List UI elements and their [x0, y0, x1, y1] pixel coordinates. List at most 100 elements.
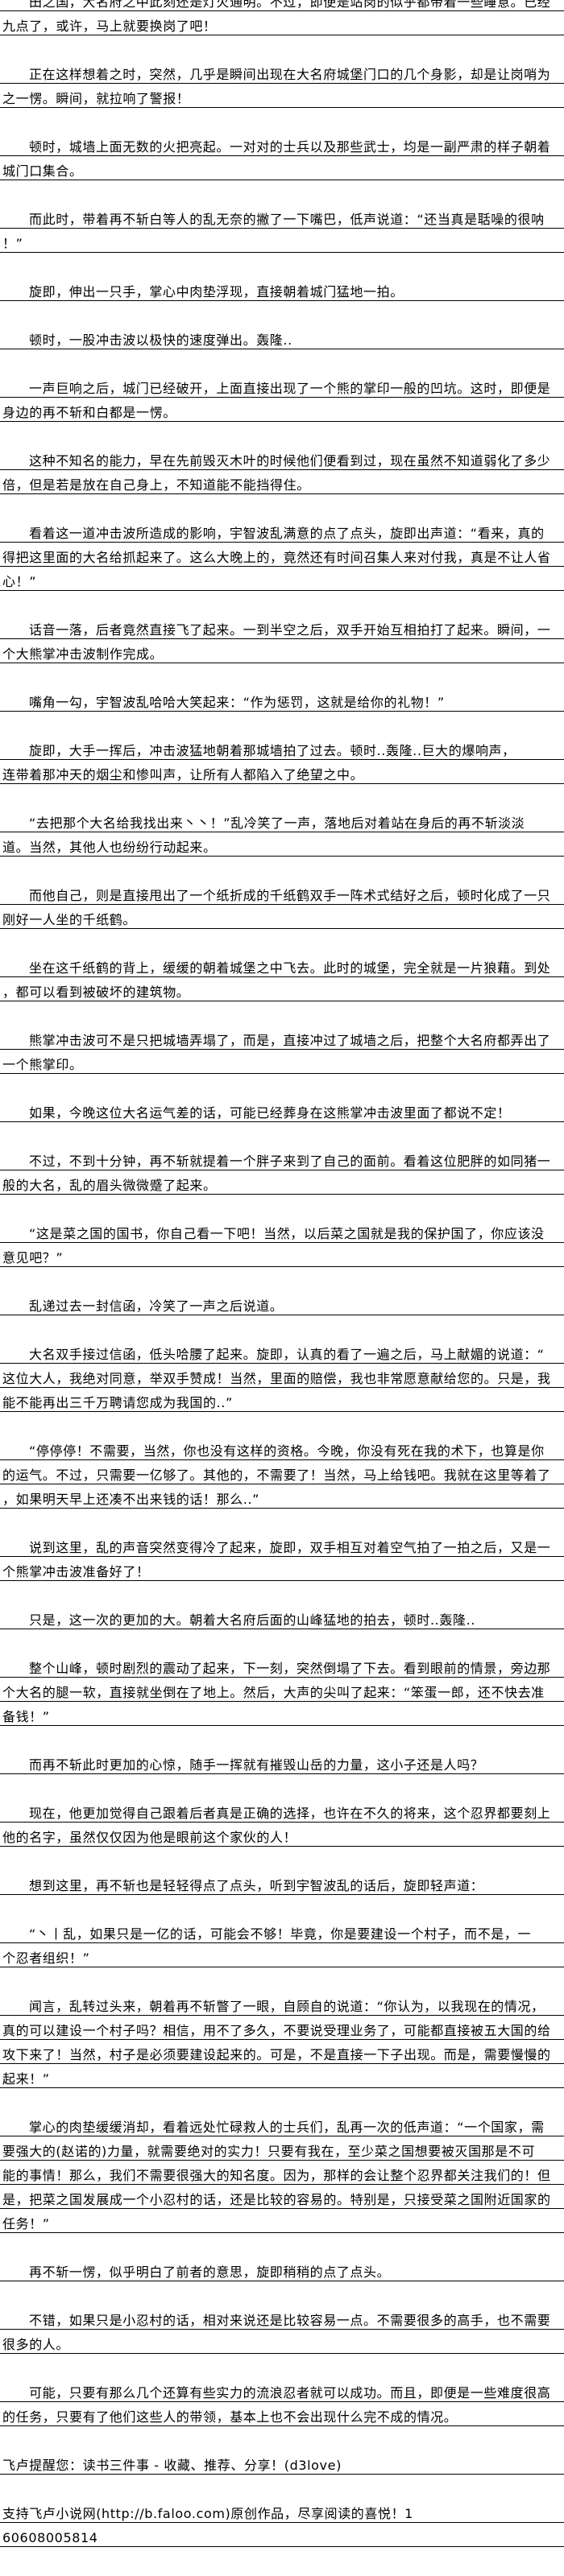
text-line: 得把这里面的大名给抓起来了。这么大晚上的，竟然还有时间召集人来对付我，真是不让人… — [0, 543, 564, 567]
text-line: 不过，不到十分钟，再不斩就提着一个胖子来到了自己的面前。看着这位肥胖的如同猪一 — [0, 1146, 564, 1170]
paragraph-line: 旋即，大手一挥后，冲击波猛地朝着那城墙拍了过去。顿时..轰隆..巨大的爆响声， — [29, 743, 516, 758]
paragraph-line: 看着这一道冲击波所造成的影响，宇智波乱满意的点了点头，旋即出声道：“看来，真的 — [29, 526, 545, 541]
text-line: 道。当然，其他人也纷纷行动起来。 — [0, 832, 564, 857]
blank-line — [0, 2547, 564, 2571]
blank-line — [0, 2354, 564, 2378]
text-line: 60608005814 — [0, 2523, 564, 2547]
blank-line — [0, 1074, 564, 1098]
blank-line — [0, 301, 564, 325]
blank-line — [0, 35, 564, 60]
text-line: ，都可以看到被破坏的建筑物。 — [0, 977, 564, 1001]
blank-line — [0, 857, 564, 881]
blank-line — [0, 1629, 564, 1653]
text-line: 坐在这千纸鹤的背上，缓缓的朝着城堡之中飞去。此时的城堡，完全就是一片狼藉。到处 — [0, 953, 564, 977]
blank-line — [0, 712, 564, 736]
paragraph-line: 个大熊掌冲击波制作完成。 — [2, 646, 164, 662]
paragraph-line: 一声巨响之后，城门已经破开，上面直接出现了一个熊的掌印一般的凹坑。这时，即便是 — [29, 381, 551, 396]
blank-line — [0, 784, 564, 808]
paragraph-line: 坐在这千纸鹤的背上，缓缓的朝着城堡之中飞去。此时的城堡，完全就是一片狼藉。到处 — [29, 960, 551, 976]
text-line: 连带着那冲天的烟尘和惨叫声，让所有人都陷入了绝望之中。 — [0, 760, 564, 784]
paragraph-line: 般的大名，乱的眉头微微蹙了起来。 — [2, 1178, 217, 1193]
text-line: 旋即，伸出一只手，掌心中肉垫浮现，直接朝着城门猛地一拍。 — [0, 277, 564, 301]
paragraph-line: 城门口集合。 — [2, 163, 83, 179]
paragraph-line: 熊掌冲击波可不是只把城墙弄塌了，而是，直接冲过了城墙之后，把整个大名府都弄出了 — [29, 1033, 551, 1048]
paragraph-line: 任务！” — [2, 2216, 50, 2231]
paragraph-line: 攻下来了！当然，村子是必须要建设起来的。可是，不是直接一下子出现。而是，需要慢慢… — [2, 2047, 551, 2062]
paragraph-line: 整个山峰，顿时剧烈的震动了起来，下一刻，突然倒塌了下去。看到眼前的情景，旁边那 — [29, 1661, 551, 1676]
blank-line — [0, 422, 564, 446]
paragraph-line: ，都可以看到被破坏的建筑物。 — [2, 985, 190, 1000]
paragraph-line: 顿时，城墙上面无数的火把亮起。一对对的士兵以及那些武士，均是一副严肃的样子朝着 — [29, 139, 551, 155]
text-line: ！” — [0, 229, 564, 253]
text-line: 支持飞卢小说网(http://b.faloo.com)原创作品，尽享阅读的喜悦！… — [0, 2499, 564, 2523]
text-line: 能不能再出三千万聘请您成为我国的..” — [0, 1388, 564, 1412]
text-line: 而此时，带着再不斩白等人的乱无奈的撇了一下嘴巴，低声说道：“还当真是聒噪的很呐 — [0, 204, 564, 229]
footer-line: 60608005814 — [2, 2530, 98, 2545]
text-line: “这是菜之国的国书，你自己看一下吧！当然，以后菜之国就是我的保护国了，你应该没 — [0, 1219, 564, 1243]
paragraph-line: 说到这里，乱的声音突然变得冷了起来，旋即，双手相互对着空气拍了一拍之后，又是一 — [29, 1540, 551, 1555]
text-line: 旋即，大手一挥后，冲击波猛地朝着那城墙拍了过去。顿时..轰隆..巨大的爆响声， — [0, 736, 564, 760]
text-line: 乱递过去一封信函，冷笑了一声之后说道。 — [0, 1291, 564, 1315]
paragraph-line: 九点了，或许，马上就要换岗了吧！ — [2, 19, 217, 34]
blank-line — [0, 1581, 564, 1605]
text-line: 意见吧？” — [0, 1243, 564, 1267]
text-line: ，如果明天早上还凑不出来钱的话！那么..” — [0, 1484, 564, 1509]
blank-line — [0, 1122, 564, 1146]
paragraph-line: 是，把菜之国发展成一个小忍村的话，还是比较的容易的。特别是，只接受菜之国附近国家… — [2, 2192, 551, 2207]
blank-line — [0, 1847, 564, 1871]
text-line: 真的可以建设一个村子吗？相信，用不了多久，不要说受理业务了，可能都直接被五大国的… — [0, 2016, 564, 2040]
text-line: 很多的人。 — [0, 2330, 564, 2354]
paragraph-line: 要强大的(赵诺的)力量，就需要绝对的实力！只要有我在，至少菜之国想要被灭国那是不… — [2, 2144, 536, 2159]
text-line: 而他自己，则是直接甩出了一个纸折成的千纸鹤双手一阵术式结好之后，顿时化成了一只 — [0, 881, 564, 905]
text-line: 心！” — [0, 567, 564, 591]
paragraph-line: 而此时，带着再不斩白等人的乱无奈的撇了一下嘴巴，低声说道：“还当真是聒噪的很呐 — [29, 212, 545, 227]
paragraph-line: 能的事情！那么，我们不需要很强大的知名度。因为，那样的会让整个忍界都关注我们的！… — [2, 2168, 551, 2183]
paragraph-line: 再不斩一愣，似乎明白了前者的意思，旋即稍稍的点了点头。 — [29, 2264, 391, 2280]
text-line: 熊掌冲击波可不是只把城墙弄塌了，而是，直接冲过了城墙之后，把整个大名府都弄出了 — [0, 1026, 564, 1050]
paragraph-line: 的运气。不过，只需要一亿够了。其他的，不需要了！当然，马上给钱吧。我就在这里等着… — [2, 1468, 551, 1483]
paragraph-line: 个熊掌冲击波准备好了！ — [2, 1564, 150, 1579]
text-line: 个熊掌冲击波准备好了！ — [0, 1557, 564, 1581]
paragraph-line: 得把这里面的大名给抓起来了。这么大晚上的，竟然还有时间召集人来对付我，真是不让人… — [2, 550, 551, 565]
blank-line — [0, 591, 564, 615]
paragraph-line: 可能，只要有那么几个还算有些实力的流浪忍者就可以成功。而且，即便是一些难度很高 — [29, 2385, 551, 2401]
paragraph-line: 话音一落，后者竟然直接飞了起来。一到半空之后，双手开始互相拍打了起来。瞬间，一 — [29, 622, 551, 638]
text-line: 个忍者组织！” — [0, 1943, 564, 1967]
text-line: 的任务，只要有了他们这些人的带领，基本上也不会出现什么完不成的情况。 — [0, 2402, 564, 2426]
paragraph-line: ，如果明天早上还凑不出来钱的话！那么..” — [2, 1492, 260, 1507]
paragraph-line: 真的可以建设一个村子吗？相信，用不了多久，不要说受理业务了，可能都直接被五大国的… — [2, 2023, 551, 2038]
paragraph-line: 很多的人。 — [2, 2337, 70, 2352]
paragraph-line: 连带着那冲天的烟尘和惨叫声，让所有人都陷入了绝望之中。 — [2, 767, 364, 782]
text-line: 再不斩一愣，似乎明白了前者的意思，旋即稍稍的点了点头。 — [0, 2257, 564, 2281]
paragraph-line: 道。当然，其他人也纷纷行动起来。 — [2, 840, 217, 855]
text-line: 顿时，城墙上面无数的火把亮起。一对对的士兵以及那些武士，均是一副严肃的样子朝着 — [0, 132, 564, 156]
blank-line — [0, 1895, 564, 1919]
text-line: 正在这样想着之时，突然，几乎是瞬间出现在大名府城堡门口的几个身影，却是让岗哨为 — [0, 60, 564, 84]
text-line: 说到这里，乱的声音突然变得冷了起来，旋即，双手相互对着空气拍了一拍之后，又是一 — [0, 1533, 564, 1557]
text-line: 而再不斩此时更加的心惊，随手一挥就有摧毁山岳的力量，这小子还是人吗？ — [0, 1750, 564, 1774]
text-line: 个大熊掌冲击波制作完成。 — [0, 639, 564, 663]
paragraph-line: 起来！” — [2, 2071, 50, 2087]
text-line: 大名双手接过信函，低头哈腰了起来。旋即，认真的看了一遍之后，马上献媚的说道：“ — [0, 1340, 564, 1364]
blank-line — [0, 1412, 564, 1436]
text-line: 田之国，大名府之中此刻还是灯火通明。不过，即便是站岗的似乎都带着一些睡意。已经 — [0, 0, 564, 11]
text-line: 掌心的肉垫缓缓消却，看着远处忙碌救人的士兵们，乱再一次的低声道：“一个国家，需 — [0, 2112, 564, 2136]
text-line: 攻下来了！当然，村子是必须要建设起来的。可是，不是直接一下子出现。而是，需要慢慢… — [0, 2040, 564, 2064]
paragraph-line: 身边的再不斩和白都是一愣。 — [2, 405, 176, 420]
paragraph-line: “这是菜之国的国书，你自己看一下吧！当然，以后菜之国就是我的保护国了，你应该没 — [29, 1226, 545, 1241]
text-line: 是，把菜之国发展成一个小忍村的话，还是比较的容易的。特别是，只接受菜之国附近国家… — [0, 2185, 564, 2209]
text-line: 可能，只要有那么几个还算有些实力的流浪忍者就可以成功。而且，即便是一些难度很高 — [0, 2378, 564, 2402]
text-line: 这位大人，我绝对同意，举双手赞成！当然，里面的赔偿，我也非常愿意献给您的。只是，… — [0, 1364, 564, 1388]
blank-line — [0, 253, 564, 277]
text-line: “停停停！不需要，当然，你也没有这样的资格。今晚，你没有死在我的术下，也算是你 — [0, 1436, 564, 1460]
paragraph-line: 不过，不到十分钟，再不斩就提着一个胖子来到了自己的面前。看着这位肥胖的如同猪一 — [29, 1154, 551, 1169]
text-line: 只是，这一次的更加的大。朝着大名府后面的山峰猛地的拍去，顿时..轰隆.. — [0, 1605, 564, 1629]
blank-line — [0, 1967, 564, 1992]
paragraph-line: 嘴角一勾，宇智波乱哈哈大笑起来：“作为惩罚，这就是给你的礼物！” — [29, 695, 445, 710]
blank-line — [0, 2281, 564, 2306]
text-line: 之一愣。瞬间，就拉响了警报！ — [0, 84, 564, 108]
paragraph-line: 的任务，只要有了他们这些人的带领，基本上也不会出现什么完不成的情况。 — [2, 2409, 458, 2425]
text-line: 这种不知名的能力，早在先前毁灭木叶的时候他们便看到过，现在虽然不知道弱化了多少 — [0, 446, 564, 470]
blank-line — [0, 1774, 564, 1798]
paragraph-line: 不错，如果只是小忍村的话，相对来说还是比较容易一点。不需要很多的高手，也不需要 — [29, 2313, 551, 2328]
